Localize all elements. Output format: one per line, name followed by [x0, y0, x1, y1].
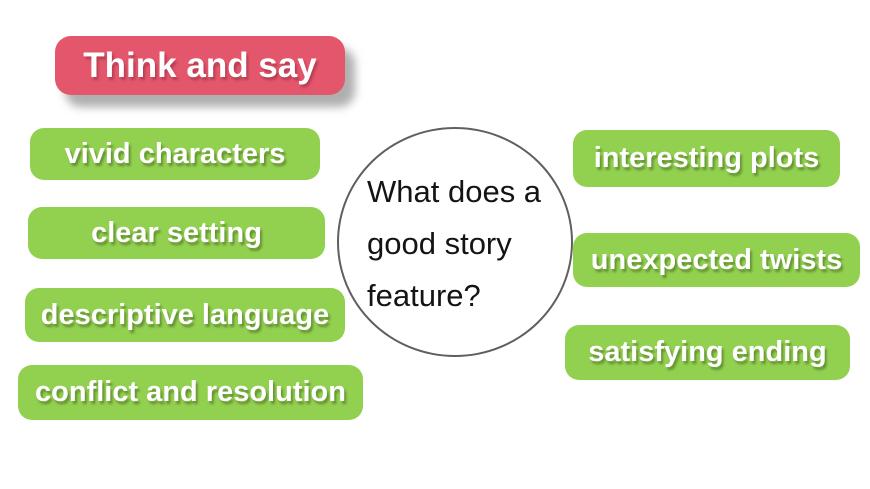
pill-interesting-plots: interesting plots: [573, 130, 840, 187]
pill-unexpected-twists: unexpected twists: [573, 233, 860, 287]
pill-conflict-and-resolution: conflict and resolution: [18, 365, 363, 420]
question-circle: [337, 127, 573, 357]
pill-vivid-characters: vivid characters: [30, 128, 320, 180]
question-text: What does a good story feature?: [367, 166, 557, 322]
question-line-3: feature?: [367, 278, 481, 313]
question-line-1: What does a: [367, 174, 542, 209]
pill-clear-setting: clear setting: [28, 207, 325, 259]
title-pill-think-and-say: Think and say: [55, 36, 345, 95]
pill-descriptive-language: descriptive language: [25, 288, 345, 342]
pill-satisfying-ending: satisfying ending: [565, 325, 850, 380]
question-line-2: good story: [367, 226, 512, 261]
